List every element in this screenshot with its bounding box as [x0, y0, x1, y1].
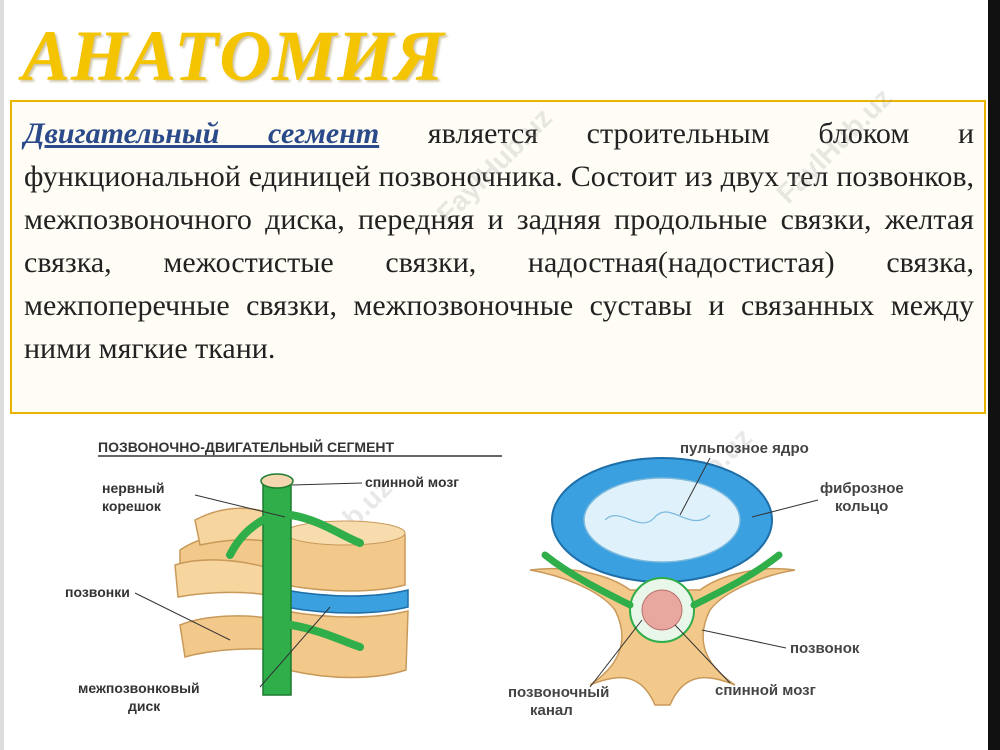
- leader-annulus: [751, 499, 819, 518]
- label-annulus-line1: фиброзное: [820, 480, 904, 497]
- leader-spinal-cord-right: [674, 624, 731, 684]
- label-nerve-root-line2: корешок: [102, 498, 162, 514]
- lateral-spine-illustration: [174, 473, 409, 696]
- spine-segment-figure: ПОЗВОНОЧНО-ДВИГАТЕЛЬНЫЙ СЕГМЕНТ: [30, 425, 985, 745]
- label-nerve-root-line1: нервный: [102, 480, 164, 496]
- left-edge: [0, 0, 4, 750]
- label-vertebra: позвонок: [790, 640, 860, 657]
- label-disc-line2: диск: [128, 698, 161, 714]
- leader-vertebrae: [134, 592, 231, 641]
- label-nucleus: пульпозное ядро: [680, 440, 809, 457]
- label-vertebrae: позвонки: [65, 584, 130, 600]
- leader-canal: [589, 619, 643, 688]
- spine-illustration: ПОЗВОНОЧНО-ДВИГАТЕЛЬНЫЙ СЕГМЕНТ: [65, 438, 904, 719]
- leader-vertebra: [701, 629, 787, 649]
- label-spinal-cord-right: спинной мозг: [715, 682, 816, 699]
- leader-nucleus: [679, 457, 711, 516]
- label-canal-line1: позвоночный: [508, 684, 609, 701]
- label-annulus-line2: кольцо: [835, 498, 888, 515]
- axial-vertebra-illustration: [529, 457, 796, 706]
- slide-title: АНАТОМИЯ: [22, 16, 445, 96]
- leader-nerve-root: [194, 494, 286, 518]
- right-frame-bar: [988, 0, 1000, 750]
- leader-disc: [259, 606, 331, 688]
- definition-paragraph: Двигательный сегмент является строительн…: [24, 112, 974, 370]
- leader-spinal-cord-left: [291, 482, 363, 486]
- definition-box: Двигательный сегмент является строительн…: [10, 100, 986, 414]
- definition-term: Двигательный сегмент: [24, 117, 380, 150]
- label-disc-line1: межпозвонковый: [78, 680, 200, 696]
- definition-text: является строительным блоком и функциона…: [24, 117, 974, 365]
- label-canal-line2: канал: [530, 702, 573, 719]
- figure-heading: ПОЗВОНОЧНО-ДВИГАТЕЛЬНЫЙ СЕГМЕНТ: [98, 438, 395, 455]
- label-spinal-cord-left: спинной мозг: [365, 474, 459, 490]
